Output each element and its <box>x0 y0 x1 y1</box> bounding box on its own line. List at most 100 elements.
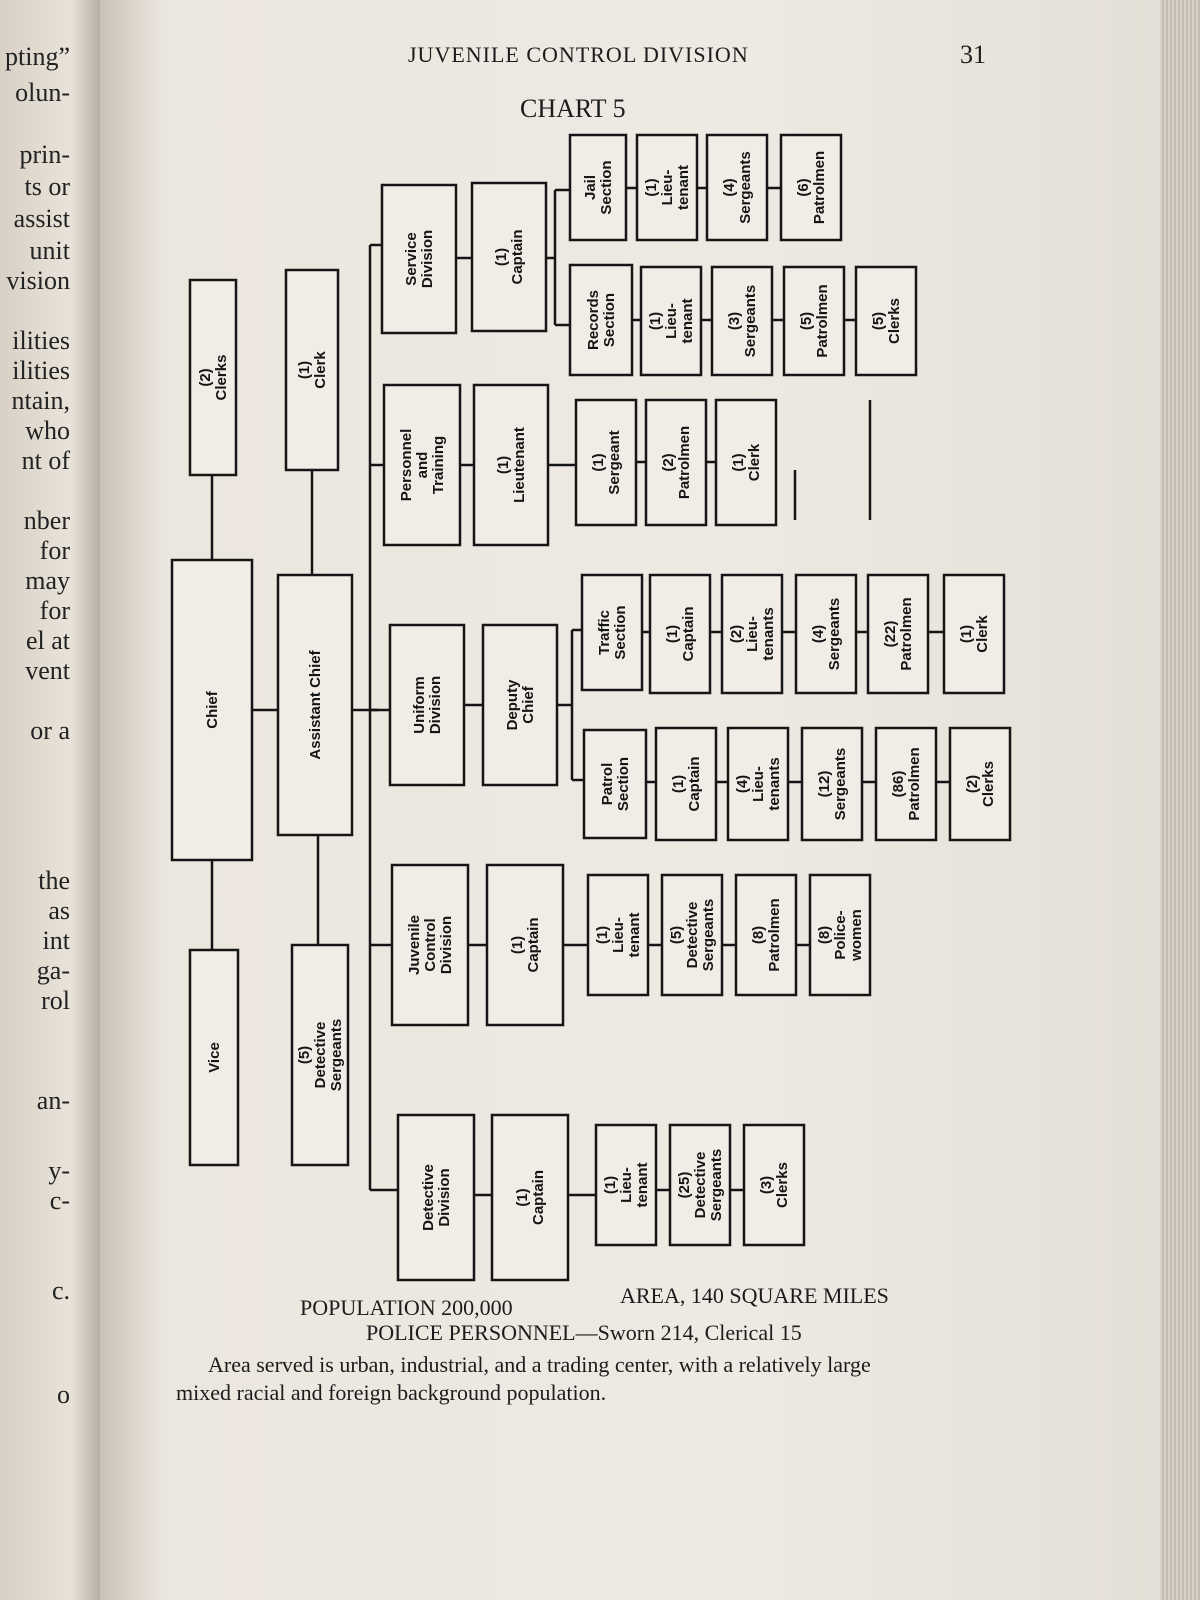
records-staff-box-label: (5)Patrolmen <box>798 284 831 357</box>
assistant-chief-box-label: Assistant Chief <box>307 649 324 759</box>
page-number: 31 <box>960 40 986 69</box>
assistant-chief-box: Assistant Chief <box>276 573 354 837</box>
jail-staff-box-label: (1)Lieu-tenant <box>643 165 692 210</box>
records-staff-box-label: (5)Clerks <box>870 298 903 344</box>
left-page-fragment: nber <box>23 506 70 535</box>
left-page-fragment: vision <box>6 266 70 295</box>
traffic-section-box-label: TrafficSection <box>596 605 629 659</box>
left-page-fragment: ntain, <box>11 386 71 415</box>
traffic-staff-box: (1)Captain <box>648 573 712 695</box>
personnel-lieutenant-box-label: (1)Lieutenant <box>495 427 528 503</box>
assistant-clerk-box-label: (1)Clerk <box>296 351 329 389</box>
left-page-fragment: o <box>57 1380 70 1409</box>
assistant-clerk-box: (1)Clerk <box>284 268 340 472</box>
left-page-fragment: vent <box>25 656 70 685</box>
personnel-staff-box: (1)Clerk <box>714 398 778 527</box>
traffic-staff-box-label: (22)Patrolmen <box>882 597 915 670</box>
records-staff-box: (3)Sergeants <box>710 265 774 377</box>
personnel-staff-box-label: (1)Sergeant <box>590 430 623 494</box>
left-page-fragment: for <box>39 596 70 625</box>
detective-captain-box-label: (1)Captain <box>514 1170 547 1225</box>
jail-staff-box: (1)Lieu-tenant <box>635 133 699 242</box>
detective-division-box-label: DetectiveDivision <box>420 1164 453 1231</box>
traffic-staff-box-label: (4)Sergeants <box>810 598 843 671</box>
chief-box: Chief <box>170 558 254 862</box>
left-page-fragment: unit <box>29 236 70 265</box>
area-text: AREA, 140 SQUARE MILES <box>620 1283 889 1308</box>
patrol-staff-box: (4)Lieu-tenants <box>726 726 790 842</box>
patrol-staff-box-label: (4)Lieu-tenants <box>734 757 783 810</box>
juvenile-control-division-box: JuvenileControlDivision <box>390 863 470 1027</box>
left-page-fragment: assist <box>13 204 70 233</box>
records-section-box-label: RecordsSection <box>585 290 618 350</box>
service-captain-box: (1)Captain <box>470 181 548 333</box>
jail-staff-box-label: (6)Patrolmen <box>795 151 828 224</box>
chief-clerks-box: (2)Clerks <box>188 278 238 477</box>
left-page-fragment: an- <box>36 1086 70 1115</box>
traffic-staff-box: (1)Clerk <box>942 573 1006 695</box>
chief-box-label: Chief <box>204 690 221 729</box>
chart-title: CHART 5 <box>520 94 626 123</box>
jail-section-box-label: JailSection <box>582 160 615 214</box>
detective-captain-box: (1)Captain <box>490 1113 570 1282</box>
patrol-staff-box: (1)Captain <box>654 726 718 842</box>
detective-staff-box-label: (25)DetectiveSergeants <box>676 1149 725 1222</box>
jail-staff-box: (6)Patrolmen <box>779 133 843 242</box>
juvenile-staff-box-label: (8)Patrolmen <box>750 898 783 971</box>
patrol-staff-box-label: (2)Clerks <box>964 761 997 807</box>
juvenile-staff-box: (8)Police-women <box>808 873 872 997</box>
records-staff-box: (1)Lieu-tenant <box>639 265 703 377</box>
traffic-staff-box-label: (1)Captain <box>664 606 697 661</box>
page-edge <box>1160 0 1200 1600</box>
personnel-text: POLICE PERSONNEL—Sworn 214, Clerical 15 <box>366 1320 802 1345</box>
jail-staff-box: (4)Sergeants <box>705 133 769 242</box>
patrol-section-box-label: PatrolSection <box>599 757 632 811</box>
juvenile-staff-box-label: (1)Lieu-tenant <box>594 912 643 957</box>
left-page-fragment: prin- <box>19 140 70 169</box>
assistant-detective-sergeants-box: (5)DetectiveSergeants <box>290 943 350 1167</box>
left-page-fragment: ilities <box>12 326 70 355</box>
deputy-chief-box-label: DeputyChief <box>504 679 537 730</box>
personnel-training-box-label: PersonnelandTraining <box>398 429 447 502</box>
left-page-fragment: as <box>48 896 70 925</box>
patrol-staff-box: (2)Clerks <box>948 726 1012 842</box>
left-page-fragment: or a <box>30 716 70 745</box>
traffic-staff-box-label: (2)Lieu-tenants <box>728 607 777 660</box>
traffic-staff-box: (22)Patrolmen <box>866 573 930 695</box>
service-division-box-label: ServiceDivision <box>403 230 436 288</box>
patrol-staff-box-label: (1)Captain <box>670 756 703 811</box>
assistant-detective-sergeants-box-label: (5)DetectiveSergeants <box>296 1019 345 1092</box>
records-staff-box: (5)Patrolmen <box>782 265 846 377</box>
service-division-box: ServiceDivision <box>380 183 458 335</box>
left-page-fragment: the <box>38 866 70 895</box>
personnel-staff-box-label: (2)Patrolmen <box>660 426 693 499</box>
records-staff-box-label: (3)Sergeants <box>726 285 759 358</box>
traffic-section-box: TrafficSection <box>580 573 644 692</box>
vice-box: Vice <box>188 948 240 1167</box>
detective-staff-box: (3)Clerks <box>742 1123 806 1247</box>
description-line-2: mixed racial and foreign background popu… <box>176 1380 607 1405</box>
records-staff-box-label: (1)Lieu-tenant <box>647 298 696 343</box>
personnel-staff-box: (1)Sergeant <box>574 398 638 527</box>
patrol-staff-box-label: (12)Sergeants <box>816 748 849 821</box>
patrol-section-box: PatrolSection <box>582 728 648 840</box>
traffic-staff-box: (2)Lieu-tenants <box>720 573 784 695</box>
left-page-fragment: rol <box>41 986 70 1015</box>
uniform-division-box-label: UniformDivision <box>411 676 444 734</box>
left-page-fragment: y- <box>48 1156 70 1185</box>
left-page-fragment: ilities <box>12 356 70 385</box>
left-page-fragment: for <box>39 536 70 565</box>
juvenile-captain-box: (1)Captain <box>485 863 565 1027</box>
juvenile-staff-box: (5)DetectiveSergeants <box>660 873 724 997</box>
patrol-staff-box: (12)Sergeants <box>800 726 864 842</box>
left-page-fragment: who <box>25 416 70 445</box>
population-text: POPULATION 200,000 <box>300 1295 513 1320</box>
traffic-staff-box: (4)Sergeants <box>794 573 858 695</box>
detective-staff-box-label: (1)Lieu-tenant <box>602 1162 651 1207</box>
left-page-fragment: c- <box>49 1186 70 1215</box>
left-page-fragment: c. <box>51 1276 70 1305</box>
detective-division-box: DetectiveDivision <box>396 1113 476 1282</box>
traffic-staff-box-label: (1)Clerk <box>958 615 991 653</box>
personnel-staff-box: (2)Patrolmen <box>644 398 708 527</box>
